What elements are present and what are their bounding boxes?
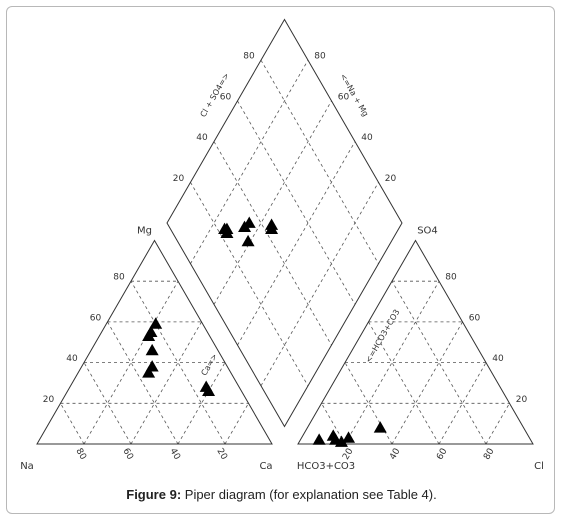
diamond-grid-line xyxy=(213,141,332,346)
vertex-label-so4: SO4 xyxy=(417,225,438,236)
tick-labels: 20 20 40 40 60 60 80 80 20 20 40 40 60 60 80 80 20 20 40 40… xyxy=(43,52,528,462)
cation-point xyxy=(145,343,159,356)
vertex-label-mg: Mg xyxy=(137,225,152,236)
cation-grid-line xyxy=(130,280,226,445)
cation-tick-ca: 60 xyxy=(120,447,135,462)
grid-lines xyxy=(60,59,510,445)
diamond-grid-line xyxy=(237,141,356,346)
diamond-grid-line xyxy=(190,182,309,387)
cation-point xyxy=(149,317,163,329)
plot-outlines xyxy=(36,18,534,445)
anion-tick-so4: 20 xyxy=(516,395,528,405)
diamond-outline xyxy=(166,18,403,428)
anion-tick-cl: 60 xyxy=(435,447,450,462)
cation-tick-mg: 20 xyxy=(43,395,55,405)
diamond-tick-left: 60 xyxy=(220,92,232,102)
cation-tick-ca: 20 xyxy=(214,447,229,462)
cation-grid-line xyxy=(60,403,85,445)
cation-grid-line xyxy=(83,362,132,445)
cation-tick-mg: 60 xyxy=(90,313,102,323)
anion-point xyxy=(334,435,348,447)
anion-grid-line xyxy=(344,362,393,445)
anion-grid-line xyxy=(391,321,463,445)
cation-point xyxy=(142,329,156,342)
cation-axis-title: Ca=> xyxy=(199,352,219,377)
diamond-point xyxy=(241,234,255,247)
cation-tick-mg: 80 xyxy=(113,273,125,283)
diamond-point xyxy=(242,216,256,228)
anion-grid-line xyxy=(485,403,510,445)
figure-caption: Figure 9: Piper diagram (for explanation… xyxy=(0,487,563,502)
diamond-grid-line xyxy=(237,100,356,305)
caption-label: Figure 9: xyxy=(126,487,182,502)
anion-tick-cl: 40 xyxy=(388,447,403,462)
cation-grid-line xyxy=(83,280,179,445)
diamond-grid-line xyxy=(260,59,379,264)
cation-grid-line xyxy=(177,362,226,445)
cation-tick-mg: 40 xyxy=(66,354,78,364)
anion-tick-cl: 80 xyxy=(482,447,497,462)
diamond-tick-right: 80 xyxy=(314,52,326,62)
anion-point xyxy=(312,433,326,445)
anion-point xyxy=(373,421,387,433)
cation-point xyxy=(142,366,156,378)
vertex-label-na: Na xyxy=(20,461,34,472)
caption-text: Piper diagram (for explanation see Table… xyxy=(181,487,437,502)
anion-tick-so4: 80 xyxy=(445,273,457,283)
diamond-grid-line xyxy=(260,182,379,387)
diamond-tick-right: 40 xyxy=(361,133,373,143)
vertex-label-hco3co3: HCO3+CO3 xyxy=(297,461,355,472)
cation-grid-line xyxy=(130,321,202,445)
cation-tick-ca: 80 xyxy=(73,447,88,462)
anion-tick-cl: 20 xyxy=(341,447,356,462)
cation-grid-line xyxy=(224,403,249,445)
diamond-tick-left: 20 xyxy=(173,174,185,184)
anion-point xyxy=(342,431,356,443)
anion-axis-title: <=HCO3+CO3 xyxy=(364,308,402,365)
cation-tick-ca: 40 xyxy=(167,447,182,462)
anion-tick-so4: 60 xyxy=(469,313,481,323)
anion-triangle-outline xyxy=(297,239,534,445)
vertex-label-cl: Cl xyxy=(534,461,544,472)
diamond-grid-line xyxy=(190,59,309,264)
cation-point xyxy=(202,384,216,396)
diamond-tick-right: 20 xyxy=(385,174,397,184)
vertex-label-ca: Ca xyxy=(259,461,272,472)
diamond-tick-right: 60 xyxy=(338,92,350,102)
data-points xyxy=(142,216,387,447)
diamond-point xyxy=(265,218,279,230)
anion-grid-line xyxy=(391,280,487,445)
anion-grid-line xyxy=(344,280,440,445)
figure-frame xyxy=(6,6,555,514)
diamond-tick-left: 80 xyxy=(243,52,255,62)
anion-grid-line xyxy=(438,362,487,445)
diamond-tick-left: 40 xyxy=(196,133,208,143)
cation-triangle-outline xyxy=(36,239,273,445)
diamond-grid-line xyxy=(213,100,332,305)
diamond-point xyxy=(220,222,234,234)
anion-tick-so4: 40 xyxy=(492,354,504,364)
